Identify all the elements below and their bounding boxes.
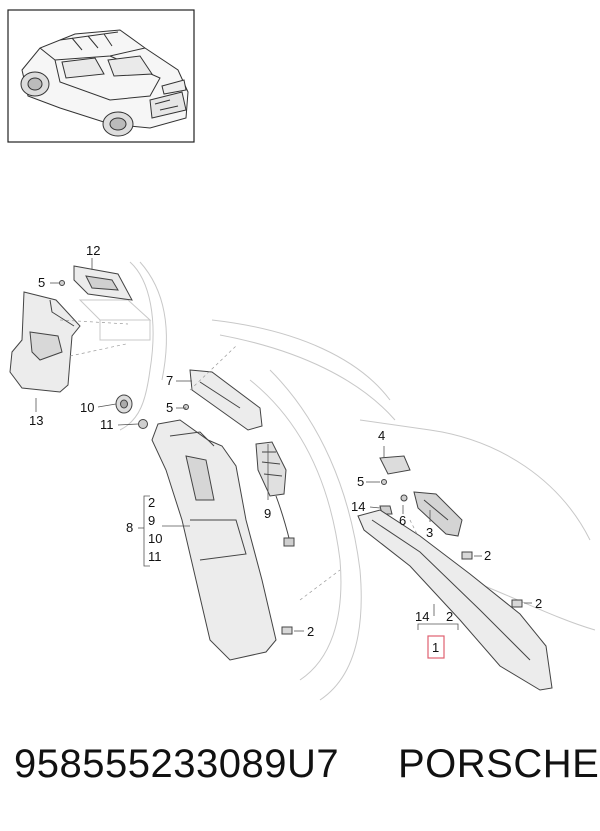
callout-1: 1 [432, 640, 439, 655]
callout-14: 14 [351, 499, 365, 514]
body-outline [78, 261, 596, 701]
part-11-clip [138, 419, 148, 429]
callout-10: 10 [80, 400, 94, 415]
part-6-screw [400, 494, 408, 502]
callout-2-lower: 2 [307, 624, 314, 639]
vehicle-thumbnail [7, 9, 195, 143]
leader-lines [35, 258, 532, 632]
group-8-item: 11 [148, 549, 162, 564]
callout-14-group: 14 [415, 609, 429, 624]
callout-12: 12 [86, 243, 100, 258]
callout-2-group: 2 [446, 609, 453, 624]
callout-5-left: 5 [38, 275, 45, 290]
dashed-guides [59, 319, 419, 601]
callout-5-right: 5 [357, 474, 364, 489]
part-13-trim [9, 291, 81, 393]
callout-2-right: 2 [535, 596, 542, 611]
car-suv-icon [20, 29, 189, 137]
group-8-bracket [138, 495, 150, 567]
group-8-item: 2 [148, 495, 155, 510]
callout-11: 11 [100, 417, 114, 432]
highlight-box-part-1 [427, 635, 445, 659]
callout-9: 9 [264, 506, 271, 521]
callout-3: 3 [426, 525, 433, 540]
part-1-rail-trim [357, 509, 553, 691]
group-1-bracket [417, 623, 459, 630]
callout-6: 6 [399, 513, 406, 528]
part-2-clips [281, 551, 523, 635]
part-9-belt-adjuster [255, 441, 295, 547]
part-3-component [413, 491, 463, 537]
brand-name: PORSCHE [398, 742, 600, 786]
part-7-trim [189, 369, 263, 431]
part-12-bracket [73, 265, 133, 301]
part-10-cap [115, 394, 133, 414]
part-4-component [379, 455, 411, 475]
callout-7: 7 [166, 373, 173, 388]
group-8-item: 10 [148, 531, 162, 546]
part-8-pillar-trim [151, 419, 277, 661]
callout-8: 8 [126, 520, 133, 535]
callout-5-middle: 5 [166, 400, 173, 415]
callout-2-upper: 2 [484, 548, 491, 563]
callout-13: 13 [29, 413, 43, 428]
callout-4: 4 [378, 428, 385, 443]
part-number: 958555233089U7 [14, 742, 340, 786]
group-8-item: 9 [148, 513, 155, 528]
